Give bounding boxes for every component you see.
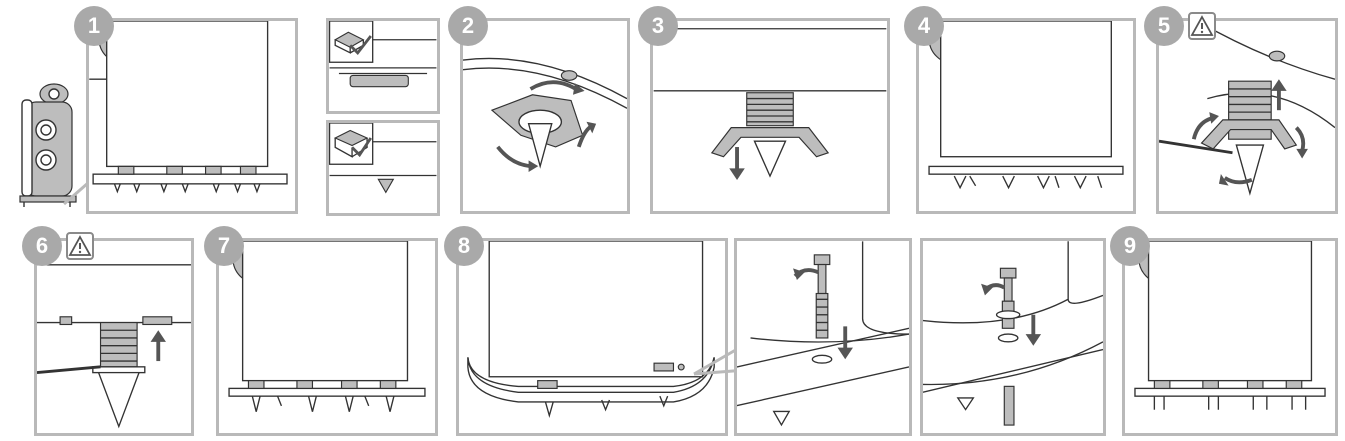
step-7-panel (216, 238, 438, 436)
step-2-panel (460, 18, 630, 214)
step-number-badge: 7 (204, 226, 244, 266)
step-number-badge: 8 (444, 226, 484, 266)
carpet-floor-check-icon (333, 129, 372, 158)
warning-triangle-icon (66, 232, 94, 260)
step-8-detail-a-panel (734, 238, 912, 436)
speaker-thumbnail (16, 80, 78, 208)
step-8-panel (456, 238, 728, 436)
step-number-badge: 1 (74, 6, 114, 46)
step-1-panel (86, 18, 298, 214)
step-number-badge: 2 (448, 6, 488, 46)
hard-floor-check-icon (333, 31, 372, 55)
hard-floor-panel (326, 18, 440, 114)
step-6-panel (34, 238, 194, 436)
step-4-panel (916, 18, 1136, 214)
step-number-badge: 6 (22, 226, 62, 266)
warning-triangle-icon (1188, 12, 1216, 40)
step-number-badge: 3 (638, 6, 678, 46)
step-number-badge: 9 (1110, 226, 1150, 266)
step-3-panel (650, 18, 890, 214)
step-8-detail-b-panel (920, 238, 1106, 436)
step-9-panel (1122, 238, 1338, 436)
step-5-panel (1156, 18, 1338, 214)
step-number-badge: 4 (904, 6, 944, 46)
carpet-floor-panel (326, 120, 440, 216)
step-number-badge: 5 (1144, 6, 1184, 46)
